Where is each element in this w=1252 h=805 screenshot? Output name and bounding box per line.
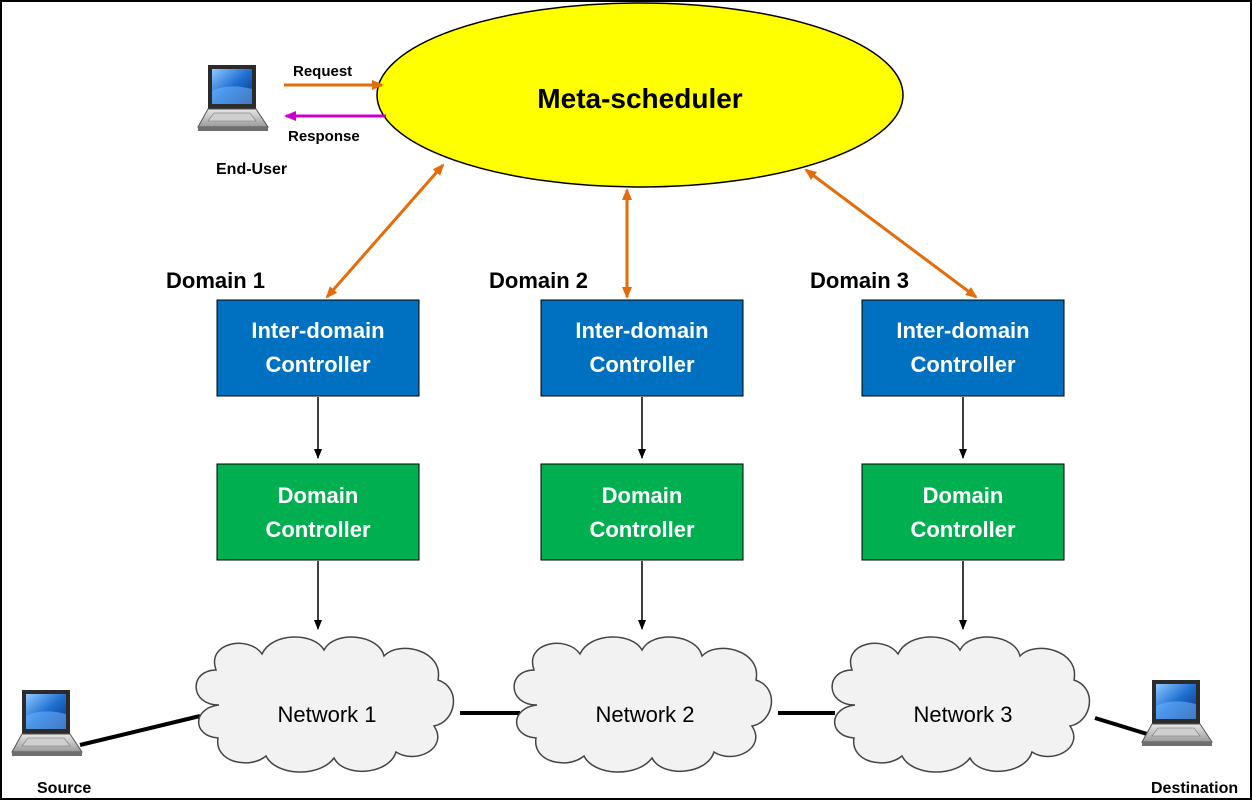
end-user-label: End-User bbox=[216, 161, 287, 178]
meta-scheduler: Meta-scheduler bbox=[376, 2, 904, 188]
source-node: Source bbox=[11, 689, 91, 797]
network-label: Network 3 bbox=[913, 702, 1012, 727]
idc-label-line1: Inter-domain bbox=[575, 318, 708, 343]
response-label: Response bbox=[288, 128, 360, 145]
dc-label-line2: Controller bbox=[265, 517, 371, 542]
domain-title: Domain 2 bbox=[489, 268, 588, 293]
source-label: Source bbox=[37, 780, 91, 797]
domain-title: Domain 3 bbox=[810, 268, 909, 293]
domain-controller-box bbox=[861, 463, 1065, 561]
end-user-laptop-icon bbox=[197, 64, 269, 132]
dc-label-line2: Controller bbox=[910, 517, 1016, 542]
dc-label-line1: Domain bbox=[923, 483, 1004, 508]
end-user: End-User Request Response bbox=[197, 63, 386, 178]
network-label: Network 1 bbox=[277, 702, 376, 727]
inter-domain-controller-box bbox=[540, 299, 744, 397]
meta-scheduler-label: Meta-scheduler bbox=[537, 83, 742, 114]
idc-label-line2: Controller bbox=[910, 352, 1016, 377]
inter-domain-controller-box bbox=[216, 299, 420, 397]
idc-label-line1: Inter-domain bbox=[896, 318, 1029, 343]
domain-title: Domain 1 bbox=[166, 268, 265, 293]
destination-label: Destination bbox=[1151, 780, 1238, 797]
destination-laptop-icon bbox=[1141, 679, 1213, 747]
domain-controller-box bbox=[540, 463, 744, 561]
inter-domain-controller-box bbox=[861, 299, 1065, 397]
dc-label-line1: Domain bbox=[278, 483, 359, 508]
network-label: Network 2 bbox=[595, 702, 694, 727]
domain-2: Domain 2 Inter-domain Controller Domain … bbox=[489, 268, 773, 773]
source-laptop-icon bbox=[11, 689, 83, 757]
idc-label-line1: Inter-domain bbox=[251, 318, 384, 343]
idc-label-line2: Controller bbox=[589, 352, 695, 377]
destination-node: Destination bbox=[1141, 679, 1238, 797]
dc-label-line1: Domain bbox=[602, 483, 683, 508]
idc-label-line2: Controller bbox=[265, 352, 371, 377]
domain-controller-box bbox=[216, 463, 420, 561]
domain-1: Domain 1 Inter-domain Controller Domain … bbox=[166, 268, 455, 773]
request-label: Request bbox=[293, 63, 352, 80]
domain-3: Domain 3 Inter-domain Controller Domain … bbox=[810, 268, 1091, 773]
scheduler-links bbox=[325, 163, 978, 299]
dc-label-line2: Controller bbox=[589, 517, 695, 542]
